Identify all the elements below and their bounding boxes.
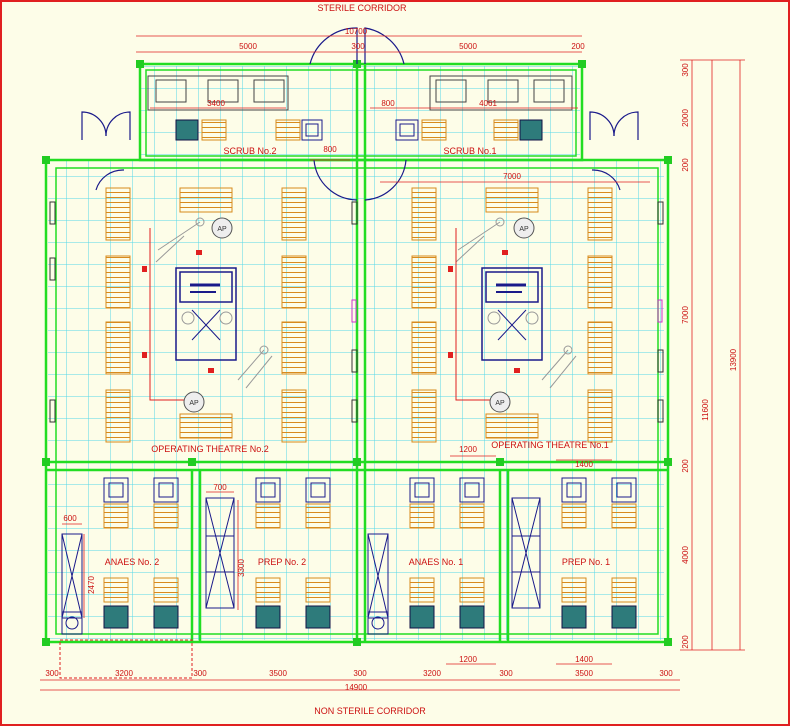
dimension-labels: 10700 5000 300 5000 200 3400 800 4061 80… [45,27,673,692]
dim-label: 300 [351,42,365,51]
room-labels: SCRUB No.2 SCRUB No.1 OPERATING THEATRE … [105,146,610,567]
vertical-dimension-labels: 2470 3300 300 2000 200 7000 200 4000 200… [87,63,738,649]
dim-label: 10700 [345,27,368,36]
corridor-labels: STERILE CORRIDOR NON STERILE CORRIDOR [314,3,426,716]
dim-label: 1200 [459,655,477,664]
dim-label: 1400 [575,460,593,469]
dim-label: 3400 [207,99,225,108]
ap-label: AP [217,226,227,233]
dim-label: 300 [659,669,673,678]
room-anaes-2: ANAES No. 2 [105,557,160,567]
room-ot-1: OPERATING THEATRE No.1 [491,440,609,450]
dim-label: 700 [213,483,227,492]
dim-label: 3500 [575,669,593,678]
dim-label: 300 [499,669,513,678]
ap-unit-icon: AP [513,217,535,239]
dim-label: 3200 [115,669,133,678]
room-prep-1: PREP No. 1 [562,557,610,567]
room-scrub-2: SCRUB No.2 [223,146,276,156]
dim-label: 800 [381,99,395,108]
dim-label: 2000 [681,109,690,127]
dim-label: 300 [353,669,367,678]
gas-lines [149,228,504,401]
storage-racks [61,497,541,635]
ap-unit-icon: AP [183,391,205,413]
room-prep-2: PREP No. 2 [258,557,306,567]
dim-label: 200 [571,42,585,51]
room-ot-2: OPERATING THEATRE No.2 [151,444,269,454]
dim-label: 13900 [729,348,738,371]
dim-label: 5000 [239,42,257,51]
ap-label: AP [495,400,505,407]
dim-label: 300 [45,669,59,678]
theatre-cabinets [105,187,613,443]
room-anaes-1: ANAES No. 1 [409,557,464,567]
ap-label: AP [189,400,199,407]
dim-label: 1200 [459,445,477,454]
dim-label: 3500 [269,669,287,678]
lower-doors [59,639,193,679]
dim-label: 200 [681,635,690,649]
operating-table-2 [175,267,237,361]
dim-label: 2470 [87,576,96,594]
scrub-sinks [147,75,573,111]
sterile-corridor-label: STERILE CORRIDOR [317,3,407,13]
non-sterile-corridor-label: NON STERILE CORRIDOR [314,706,426,716]
dimension-lines [40,35,745,691]
dim-label: 200 [681,459,690,473]
red-markers [142,250,520,373]
ap-label: AP [519,226,529,233]
wall-fixtures [49,201,664,423]
dim-label: 3300 [237,559,246,577]
dim-label: 4061 [479,99,497,108]
dim-label: 5000 [459,42,477,51]
dim-label: 14900 [345,683,368,692]
dim-label: 7000 [681,306,690,324]
dim-label: 1400 [575,655,593,664]
dim-label: 200 [681,158,690,172]
lower-hatched-cabinets [103,503,637,603]
pendant-arms [155,217,577,389]
dim-label: 4000 [681,546,690,564]
lower-wall-units [103,477,637,503]
dim-label: 3200 [423,669,441,678]
dim-label: 800 [323,145,337,154]
dim-label: 600 [63,514,77,523]
dim-label: 300 [193,669,207,678]
operating-table-1 [481,267,543,361]
scrub-cabinets [175,119,543,141]
dim-label: 11600 [701,399,710,421]
ap-unit-icon: AP [211,217,233,239]
lower-teal-units [103,605,637,629]
dim-label: 7000 [503,172,521,181]
ap-unit-icon: AP [489,391,511,413]
dim-label: 300 [681,63,690,77]
room-scrub-1: SCRUB No.1 [443,146,496,156]
